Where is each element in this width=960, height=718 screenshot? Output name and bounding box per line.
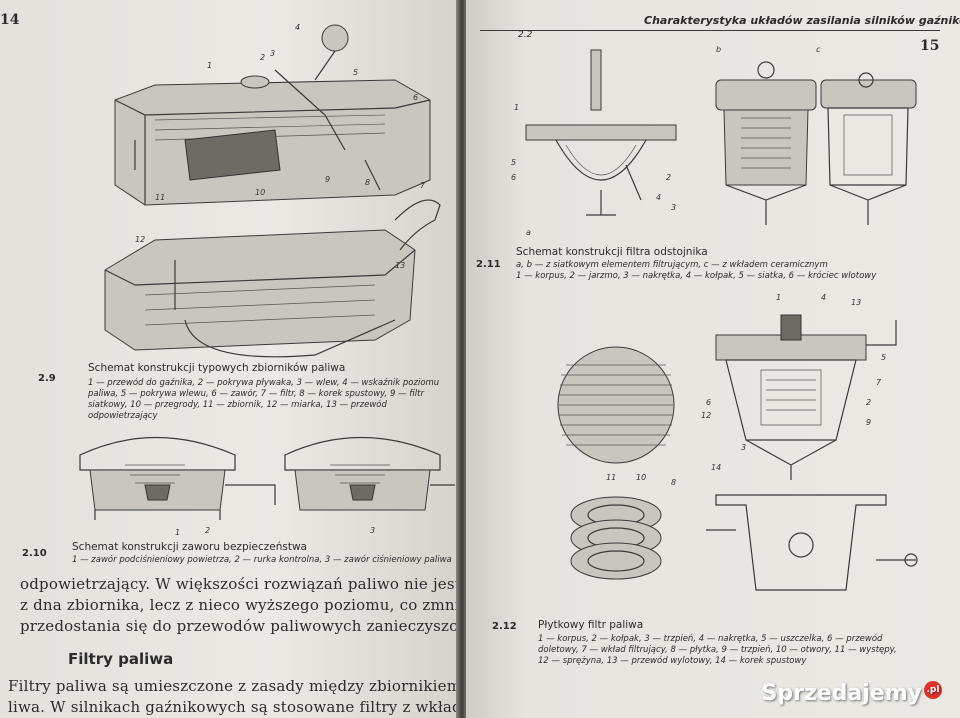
figure-number: 2.9 xyxy=(38,373,56,384)
svg-text:10: 10 xyxy=(255,188,265,197)
svg-text:7: 7 xyxy=(420,181,426,190)
figure-number: 2.10 xyxy=(22,548,47,559)
svg-text:6: 6 xyxy=(413,93,418,102)
figure-legend: 1 — przewód do gaźnika, 2 — pokrywa pływ… xyxy=(88,378,454,422)
svg-text:6: 6 xyxy=(511,173,516,182)
page-number-right: 15 xyxy=(920,38,940,54)
figure-2-10-drawing: 1 2 3 xyxy=(79,437,455,537)
svg-text:14: 14 xyxy=(711,463,721,472)
body-paragraph: Filtry paliwa są umieszczone z zasady mi… xyxy=(8,676,458,718)
svg-text:9: 9 xyxy=(325,175,330,184)
figure-title: Schemat konstrukcji filtra odstojnika xyxy=(516,246,708,258)
watermark-text: Sprzedajemy xyxy=(761,681,923,706)
svg-text:2: 2 xyxy=(666,173,671,182)
svg-text:11: 11 xyxy=(155,193,165,202)
svg-text:1: 1 xyxy=(776,293,781,302)
svg-text:5: 5 xyxy=(881,353,886,362)
legend-line: a, b — z siatkowym elementem filtrującym… xyxy=(516,260,828,270)
page-number-left: 14 xyxy=(0,12,20,28)
svg-text:b: b xyxy=(716,45,721,54)
figure-number: 2.11 xyxy=(476,259,501,270)
figure-title: Schemat konstrukcji zaworu bezpieczeństw… xyxy=(72,541,307,553)
header-rule xyxy=(480,30,940,31)
svg-text:3: 3 xyxy=(270,49,275,58)
figure-2-11-drawing: 1 5 6 2 3 4 b c a xyxy=(511,45,917,237)
svg-text:13: 13 xyxy=(851,298,861,307)
svg-text:4: 4 xyxy=(295,23,300,32)
svg-text:5: 5 xyxy=(511,158,516,167)
figure-title: Schemat konstrukcji typowych zbiorników … xyxy=(88,362,346,374)
svg-text:12: 12 xyxy=(701,411,711,420)
legend-line: 1 — przewód do gaźnika, 2 — pokrywa pływ… xyxy=(88,378,440,388)
legend-line: 1 — zawór podciśnieniowy powietrza, 2 — … xyxy=(72,555,452,565)
svg-text:2: 2 xyxy=(260,53,265,62)
figure-legend: 1 — korpus, 2 — kołpak, 3 — trzpień, 4 —… xyxy=(538,634,958,667)
svg-text:a: a xyxy=(526,228,531,237)
svg-text:11: 11 xyxy=(606,473,616,482)
svg-text:12: 12 xyxy=(135,235,145,244)
svg-text:2: 2 xyxy=(205,526,210,535)
watermark-badge: .pl xyxy=(924,681,942,699)
svg-text:1: 1 xyxy=(175,528,180,537)
svg-text:8: 8 xyxy=(365,178,370,187)
legend-line: 1 — korpus, 2 — jarzmo, 3 — nakrętka, 4 … xyxy=(516,271,877,281)
text-line: Filtry paliwa są umieszczone z zasady mi… xyxy=(8,677,458,695)
body-paragraph: odpowietrzający. W większości rozwiązań … xyxy=(20,574,458,637)
svg-text:6: 6 xyxy=(706,398,711,407)
text-line: przedostania się do przewodów paliwowych… xyxy=(20,617,458,635)
figure-title: Płytkowy filtr paliwa xyxy=(538,619,644,631)
svg-text:10: 10 xyxy=(636,473,646,482)
legend-line: paliwa, 5 — pokrywa wlewu, 6 — zawór, 7 … xyxy=(88,389,424,399)
text-line: z dna zbiornika, lecz z nieco wyższego p… xyxy=(20,596,458,614)
figure-number: 2.12 xyxy=(492,621,517,632)
right-page: Charakterystyka układów zasilania silnik… xyxy=(466,0,960,718)
svg-text:3: 3 xyxy=(671,203,676,212)
svg-text:9: 9 xyxy=(866,418,871,427)
svg-text:2: 2 xyxy=(866,398,871,407)
svg-text:3: 3 xyxy=(741,443,746,452)
svg-text:4: 4 xyxy=(656,193,661,202)
book-gutter xyxy=(456,0,468,718)
svg-text:1: 1 xyxy=(514,103,519,112)
legend-line: 1 — korpus, 2 — kołpak, 3 — trzpień, 4 —… xyxy=(538,634,883,644)
svg-text:4: 4 xyxy=(821,293,826,302)
svg-text:7: 7 xyxy=(876,378,882,387)
svg-text:3: 3 xyxy=(370,526,375,535)
legend-line: 12 — sprężyna, 13 — przewód wylotowy, 14… xyxy=(538,656,807,666)
watermark-logo: Sprzedajemy.pl xyxy=(761,681,942,706)
running-head: Charakterystyka układów zasilania silnik… xyxy=(644,14,960,27)
figure-legend: a, b — z siatkowym elementem filtrującym… xyxy=(516,260,956,282)
section-ref: 2.2 xyxy=(518,30,533,40)
svg-text:1: 1 xyxy=(207,61,212,70)
text-line: liwa. W silnikach gaźnikowych są stosowa… xyxy=(8,698,458,716)
text-line: odpowietrzający. W większości rozwiązań … xyxy=(20,575,458,593)
svg-text:c: c xyxy=(816,45,821,54)
legend-line: doletowy, 7 — wkład filtrujący, 8 — płyt… xyxy=(538,645,897,655)
svg-text:5: 5 xyxy=(353,68,358,77)
svg-text:13: 13 xyxy=(395,261,405,270)
section-heading: Filtry paliwa xyxy=(68,650,174,668)
svg-text:8: 8 xyxy=(671,478,676,487)
figure-2-11-panel-labels: a xyxy=(526,228,531,237)
figure-legend: 1 — zawór podciśnieniowy powietrza, 2 — … xyxy=(72,555,456,566)
legend-line: siatkowy, 10 — przegrody, 11 — zbiornik,… xyxy=(88,400,387,421)
